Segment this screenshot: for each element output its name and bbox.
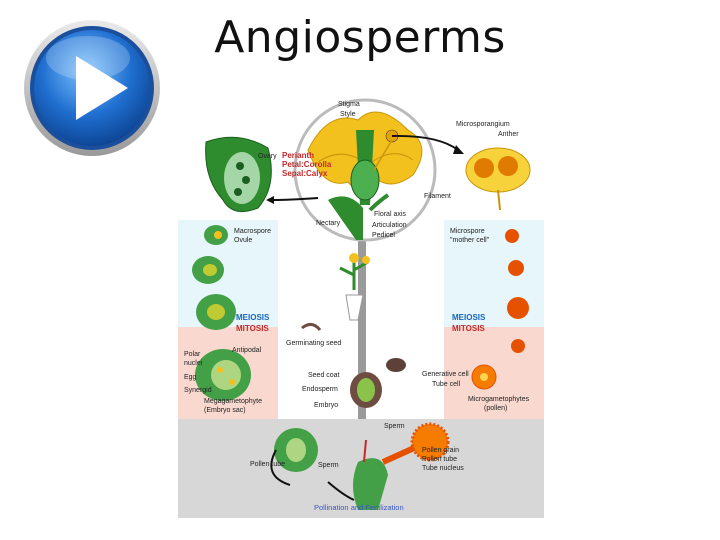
polar-nuclei-label-1: Polar (184, 351, 201, 358)
perianth-label: Perianth (282, 151, 314, 160)
megagametophyte-label-2: (Embryo sac) (204, 407, 246, 414)
mitosis-left-label: MITOSIS (236, 324, 269, 333)
pollen-tube-right-label: Pollen tube (422, 456, 457, 463)
play-triangle-icon (76, 56, 128, 120)
sepal-label: Sepal:Calyx (282, 169, 328, 178)
stigma-label: Stigma (338, 101, 360, 108)
page-title: Angiosperms (214, 12, 506, 63)
pollen-grain-label: Pollen grain (422, 447, 459, 454)
tube-nucleus-label: Tube nucleus (422, 465, 464, 472)
meiosis-right-label: MEIOSIS (452, 313, 486, 322)
microspore-label: Microspore (450, 228, 485, 235)
ovule-label: Ovule (234, 237, 252, 244)
sperm-right-label: Sperm (384, 423, 405, 430)
fertilization-illustration (270, 422, 450, 510)
ovary-label: Ovary (258, 153, 277, 160)
pollen-tube-left-label: Pollen tube (250, 461, 285, 468)
germinating-seed-label: Germinating seed (286, 340, 341, 347)
microsporangium-label: Microsporangium (456, 121, 510, 128)
anther-illustration (465, 147, 531, 211)
meiosis-left-label: MEIOSIS (236, 313, 270, 322)
filament-label: Filament (424, 193, 451, 200)
angiosperm-life-cycle-diagram: Stigma Style Ovary Perianth Petal:Coroll… (178, 98, 544, 518)
sperm-left-label: Sperm (318, 462, 339, 469)
microspore-stages (471, 229, 529, 390)
synergid-label: Synergid (184, 387, 212, 394)
anther-label: Anther (498, 131, 519, 138)
tube-cell-label: Tube cell (432, 381, 461, 388)
pollination-fertilization-label: Pollination and Fertilization (314, 503, 404, 512)
nectary-label: Nectary (316, 220, 341, 227)
petal-label: Petal:Corolla (282, 160, 332, 169)
embryo-label: Embryo (314, 402, 338, 409)
articulation-label: Articulation (372, 222, 407, 229)
seedling-illustration (301, 253, 406, 408)
pollen-label: (pollen) (484, 405, 507, 412)
ovary-illustration (205, 136, 272, 213)
floral-axis-label: Floral axis (374, 211, 406, 218)
ovule-stages (192, 225, 251, 401)
mother-cell-label: "mother cell" (450, 237, 490, 244)
polar-nuclei-label-2: nuclei (184, 360, 203, 367)
egg-label: Egg (184, 374, 197, 381)
endosperm-label: Endosperm (302, 386, 338, 393)
generative-cell-label: Generative cell (422, 371, 469, 378)
seed-coat-label: Seed coat (308, 372, 340, 379)
pedicel-label: Pedicel (372, 232, 395, 239)
microgametophytes-label: Microgametophytes (468, 396, 530, 403)
mitosis-right-label: MITOSIS (452, 324, 485, 333)
megagametophyte-label-1: Megagametophyte (204, 398, 262, 405)
play-button-icon[interactable] (22, 18, 162, 158)
macrospore-label: Macrospore (234, 228, 271, 235)
antipodal-label: Antipodal (232, 347, 262, 354)
style-label: Style (340, 111, 356, 118)
